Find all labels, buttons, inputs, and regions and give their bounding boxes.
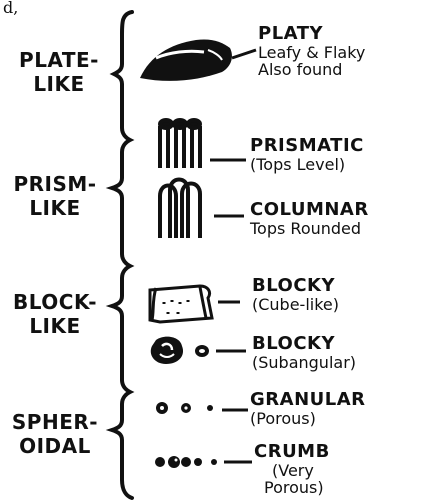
platy-slab-icon [140,39,232,80]
blocky-cube-icon [150,286,212,322]
prismatic-columns-icon [160,120,200,168]
crumb-dots-icon [155,456,217,468]
leader-line [232,50,256,58]
columnar-columns-icon [160,180,200,239]
brace-spine [112,12,132,498]
granular-dots-icon [156,402,213,414]
blocky-subangular-icon [151,337,209,364]
